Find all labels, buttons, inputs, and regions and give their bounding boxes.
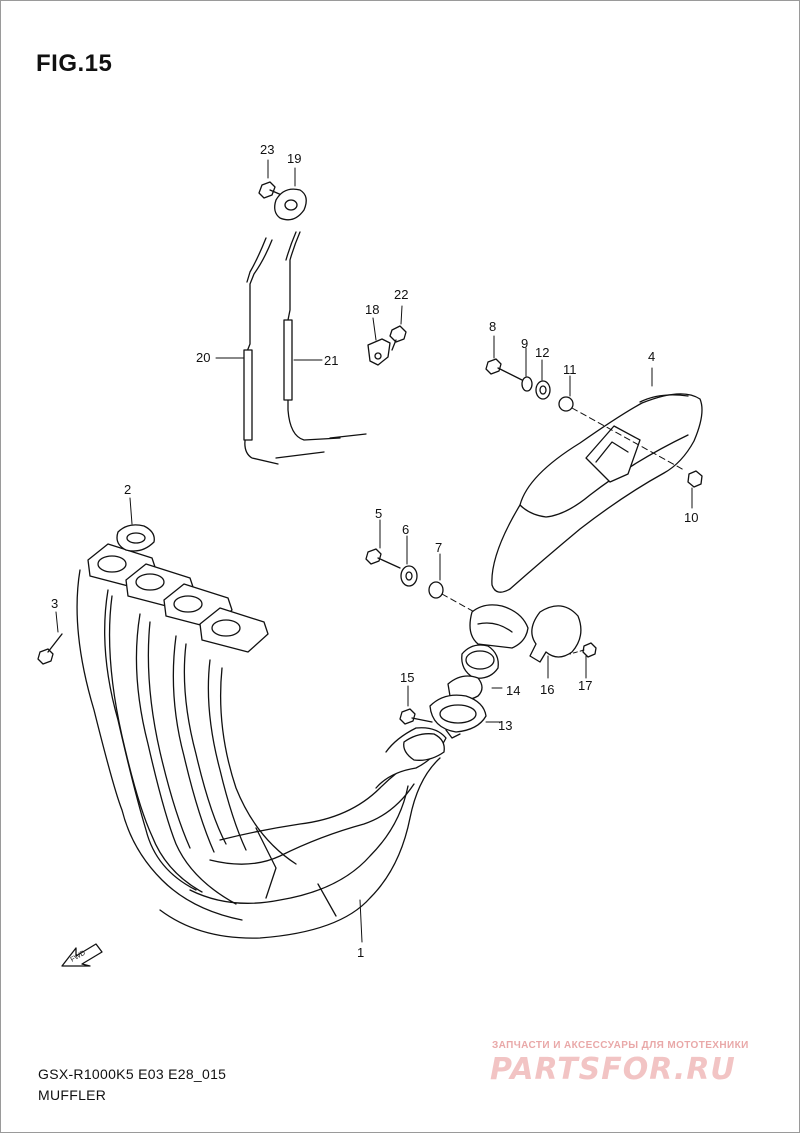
bracket-16: [529, 605, 582, 663]
callout-19: 19: [287, 151, 301, 166]
exhaust-flanges: [87, 543, 269, 653]
part-name-caption: MUFFLER: [38, 1087, 107, 1103]
model-code-caption: GSX-R1000K5 E03 E28_015: [38, 1066, 227, 1082]
callout-1: 1: [357, 945, 364, 960]
callout-13: 13: [498, 718, 512, 733]
pipe-joint-14: [447, 644, 499, 701]
callout-6: 6: [402, 522, 409, 537]
collar-7: [428, 581, 444, 599]
bolt-15: [399, 708, 433, 725]
connector-flange: [469, 604, 529, 649]
grommet-19: [274, 188, 307, 221]
washer-9: [521, 376, 533, 392]
callout-11: 11: [563, 362, 577, 377]
callout-16: 16: [540, 682, 554, 697]
clamp-18: [367, 338, 391, 366]
bolt-8: [485, 358, 523, 381]
callout-14: 14: [506, 683, 520, 698]
callout-8: 8: [489, 319, 496, 334]
callout-7: 7: [435, 540, 442, 555]
callout-4: 4: [648, 349, 655, 364]
watermark-tagline: ЗАПЧАСТИ И АКСЕССУАРЫ ДЛЯ МОТОТЕХНИКИ: [492, 1040, 749, 1051]
callout-23: 23: [260, 142, 274, 157]
callout-17: 17: [578, 678, 592, 693]
callout-5: 5: [375, 506, 382, 521]
callout-2: 2: [124, 482, 131, 497]
callout-15: 15: [400, 670, 414, 685]
callout-18: 18: [365, 302, 379, 317]
callout-21: 21: [324, 353, 338, 368]
cable-21: [283, 231, 367, 441]
callout-10: 10: [684, 510, 698, 525]
muffler-body-4: [491, 393, 703, 593]
callout-3: 3: [51, 596, 58, 611]
callout-12: 12: [535, 345, 549, 360]
rubber-6: [400, 565, 418, 587]
callout-20: 20: [196, 350, 210, 365]
figure-title: FIG.15: [36, 50, 113, 77]
bolt-17: [569, 642, 597, 658]
bolt-5: [365, 548, 401, 569]
bolt-3: [37, 633, 63, 665]
forward-direction-arrow: FWD: [61, 943, 103, 967]
callout-22: 22: [394, 287, 408, 302]
gasket-2: [116, 524, 155, 552]
cable-20: [243, 237, 325, 465]
callout-9: 9: [521, 336, 528, 351]
bolt-22: [389, 325, 407, 351]
collar-11: [558, 396, 574, 412]
nut-10: [687, 470, 703, 488]
exhaust-pipe-assembly-1: [76, 569, 447, 939]
watermark-logo: PARTSFOR.RU: [490, 1052, 736, 1087]
clamp-13: [429, 694, 487, 739]
rubber-12: [535, 380, 551, 400]
